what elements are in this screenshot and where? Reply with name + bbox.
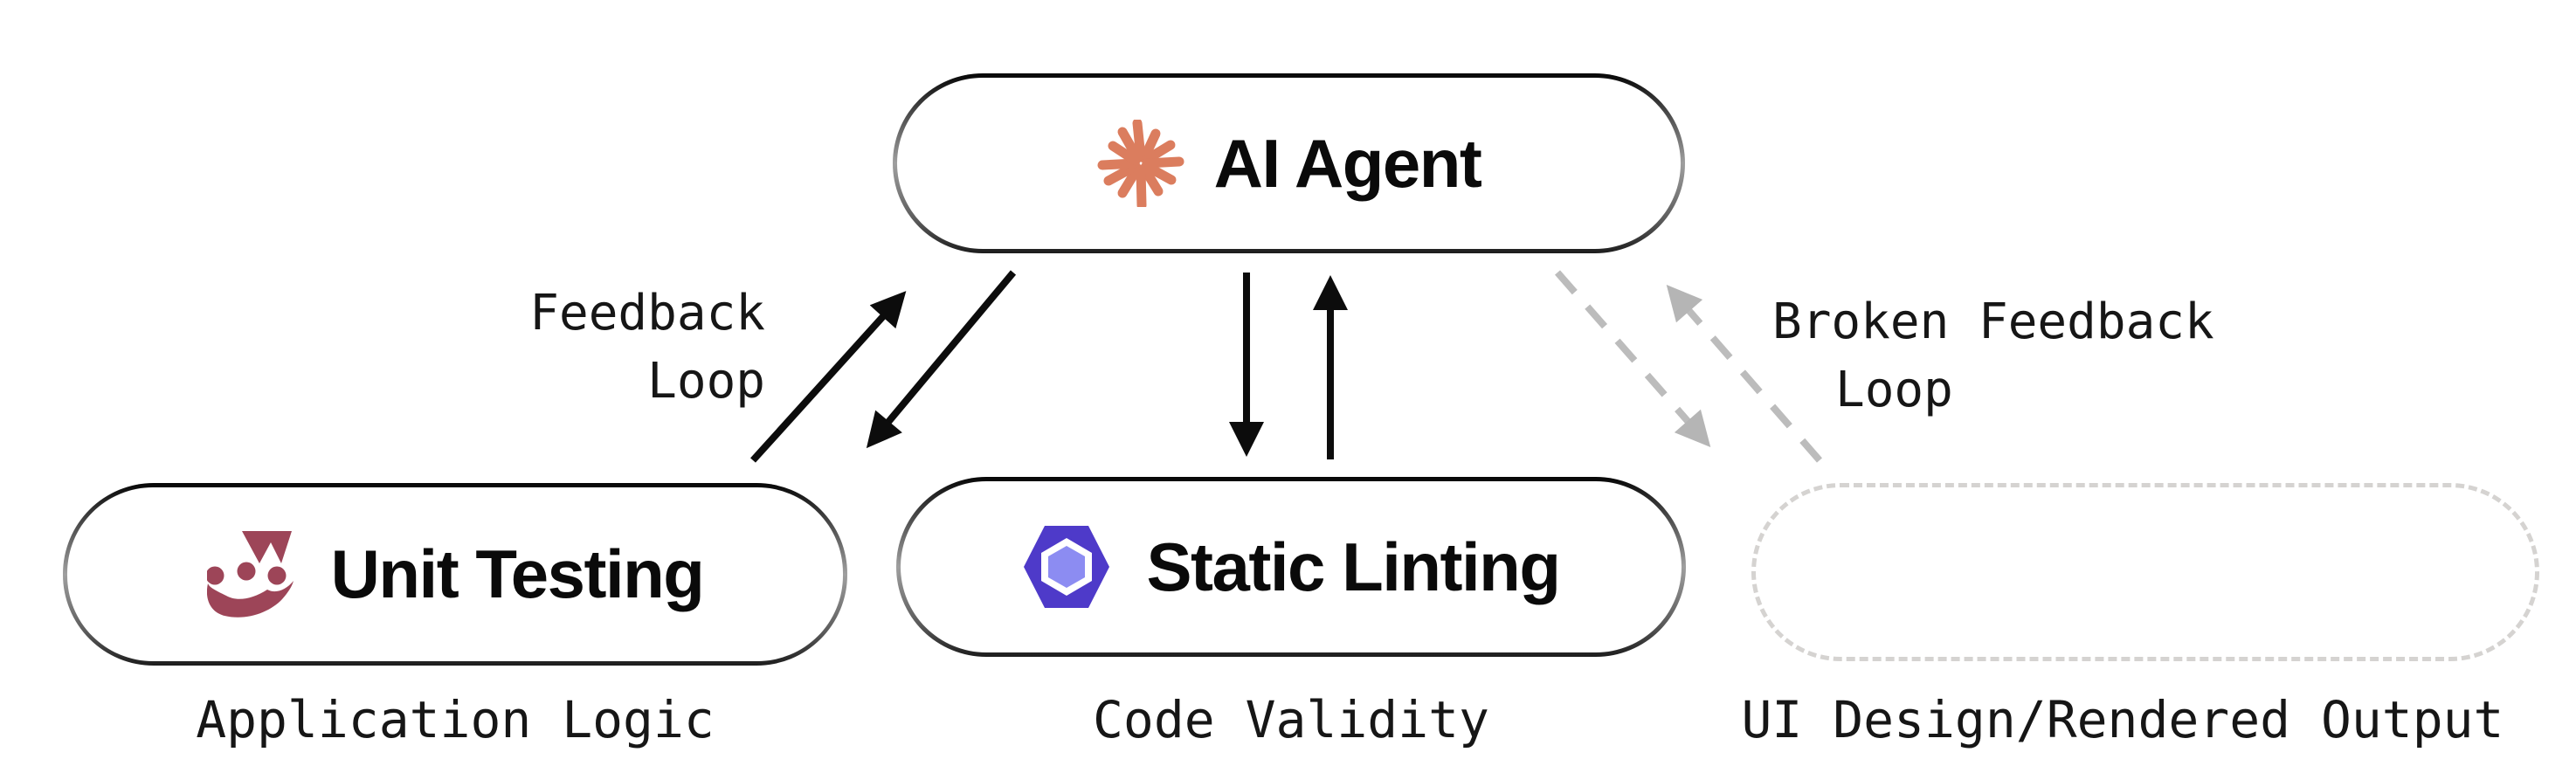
static-linting-node-body: Static Linting	[901, 481, 1682, 652]
feedback-loop-label-line1: Feedback	[529, 285, 765, 342]
unit-testing-node-body: Unit Testing	[67, 487, 843, 661]
broken-feedback-loop-label: Broken Feedback Loop	[1772, 288, 2214, 425]
feedback-loop-label-line2: Loop	[647, 353, 765, 411]
dashed-arrow-rendered-output-to-ai-agent	[1666, 284, 1823, 463]
unit-testing-caption: Application Logic	[196, 690, 715, 749]
static-linting-title: Static Linting	[1146, 528, 1561, 605]
feedback-loop-label: Feedback Loop	[529, 280, 765, 417]
dashed-arrow-ai-agent-to-rendered-output	[1554, 270, 1711, 448]
ai-agent-node: AI Agent	[893, 73, 1685, 253]
broken-feedback-loop-label-line2: Loop	[1835, 362, 1953, 419]
broken-feedback-loop-label-line1: Broken Feedback	[1772, 293, 2214, 350]
static-linting-node: Static Linting	[896, 477, 1686, 657]
rendered-output-caption: UI Design/Rendered Output	[1741, 690, 2504, 749]
eslint-icon	[1023, 526, 1109, 608]
jest-icon	[206, 530, 294, 618]
unit-testing-node: Unit Testing	[63, 483, 847, 666]
static-linting-caption: Code Validity	[1093, 690, 1489, 749]
rendered-output-placeholder-node	[1751, 483, 2539, 661]
unit-testing-title: Unit Testing	[330, 535, 705, 612]
ai-agent-title: AI Agent	[1213, 124, 1482, 202]
arrow-ai-agent-to-unit-testing	[866, 270, 1017, 449]
claude-spark-icon	[1097, 120, 1184, 207]
ai-agent-node-body: AI Agent	[897, 78, 1681, 249]
arrow-unit-testing-to-ai-agent	[750, 291, 907, 463]
